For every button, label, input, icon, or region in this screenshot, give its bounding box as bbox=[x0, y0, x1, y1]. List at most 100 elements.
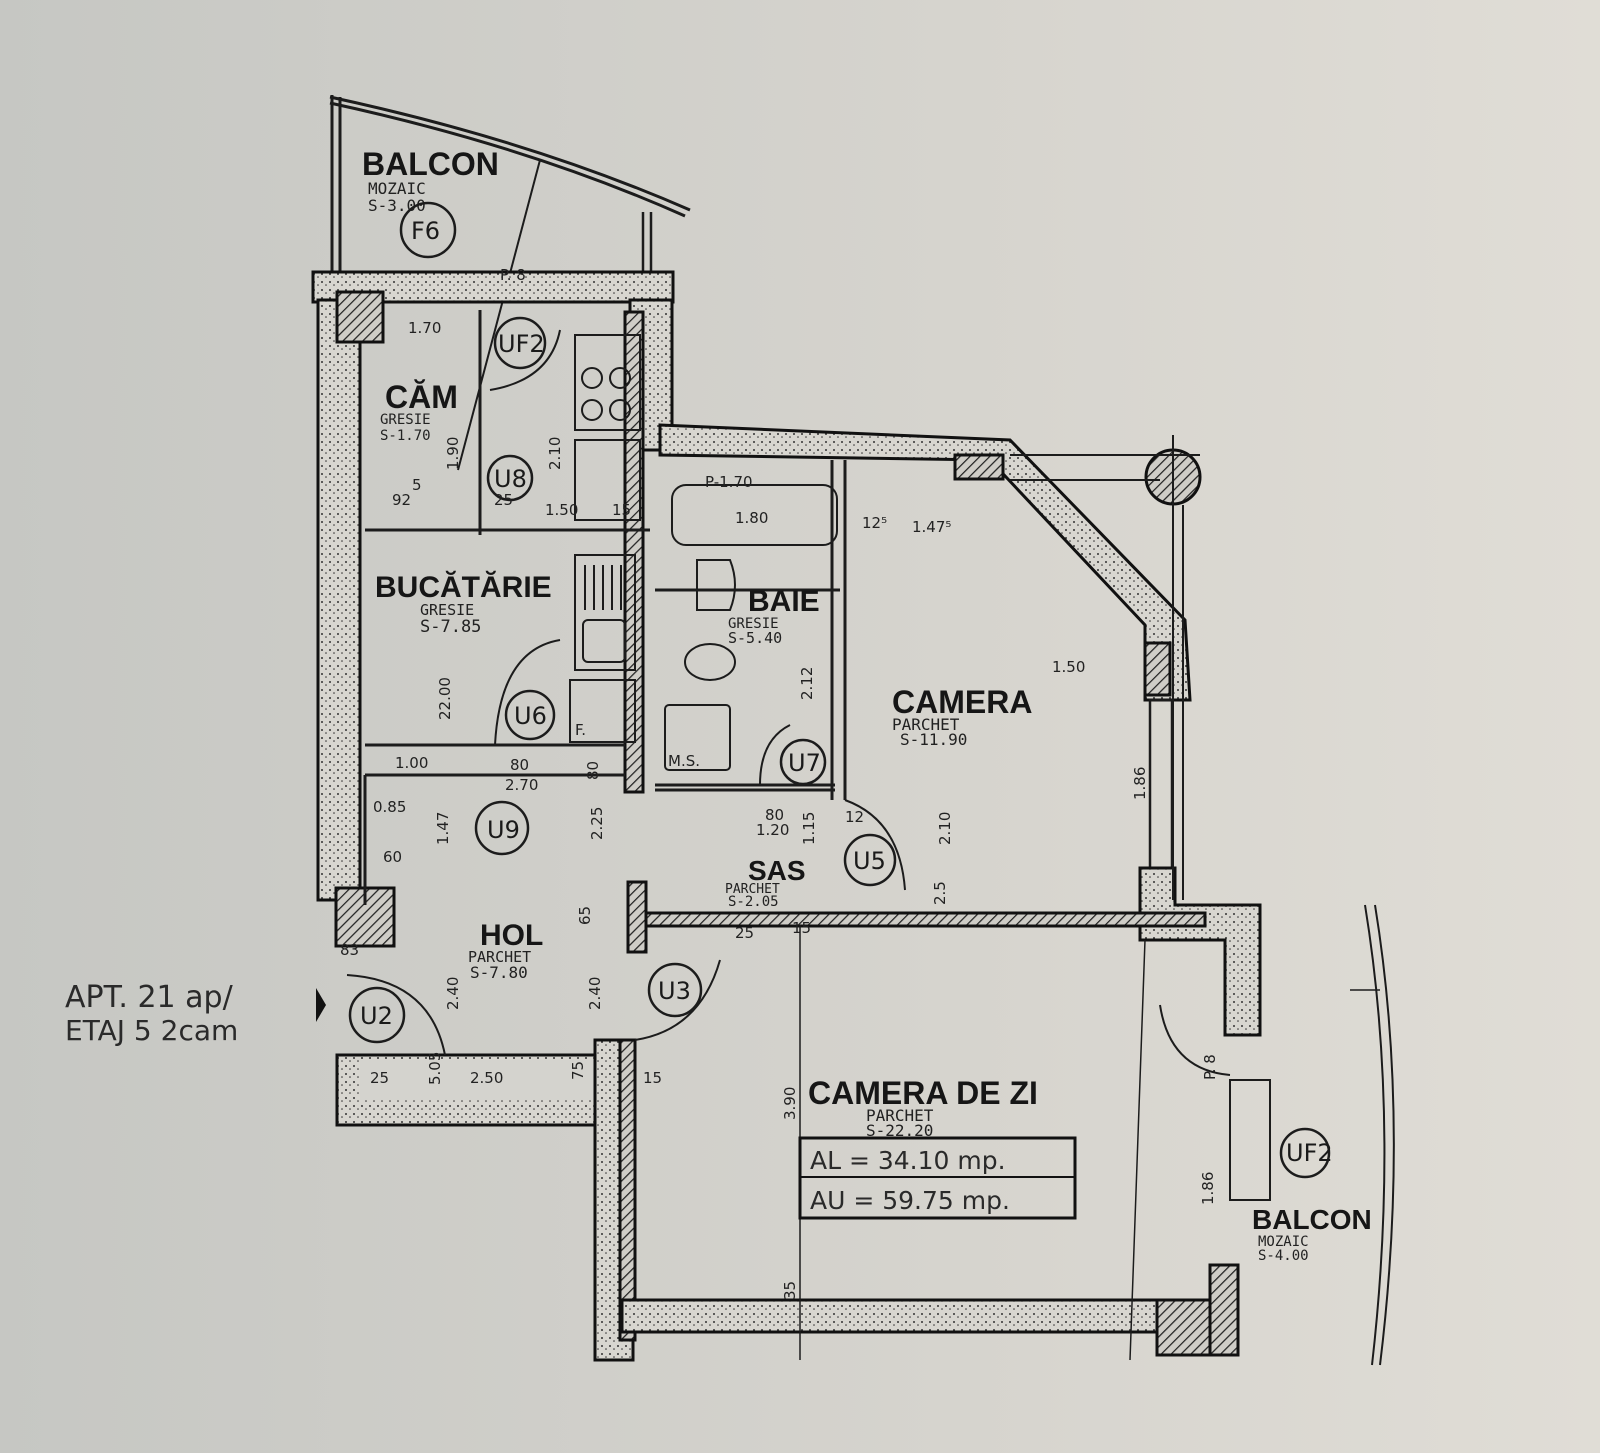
label-text: 2.10 bbox=[546, 437, 564, 470]
label-text: U6 bbox=[514, 702, 547, 730]
toilet-icon bbox=[684, 643, 736, 681]
label-text: 25 bbox=[370, 1069, 389, 1087]
label-text: 1.50 bbox=[1052, 658, 1085, 676]
label-text: 15 bbox=[612, 501, 631, 519]
fixture-label-f: F. bbox=[575, 721, 586, 739]
label-text: 2.50 bbox=[470, 1069, 503, 1087]
label-text: 92 bbox=[392, 491, 411, 509]
label-text: 22.00 bbox=[436, 677, 454, 720]
door-tag-u8: U8 bbox=[486, 454, 534, 502]
label-text: BAIE bbox=[748, 585, 820, 618]
label-text: 25 bbox=[494, 491, 513, 509]
label-text: 2.10 bbox=[936, 812, 954, 845]
label-text: PARCHET bbox=[468, 948, 531, 966]
label-text: 2.40 bbox=[586, 977, 604, 1010]
label-text: GRESIE bbox=[380, 412, 431, 428]
label-text: MOZAIC bbox=[368, 179, 426, 198]
label-text: GRESIE bbox=[420, 601, 474, 619]
fixture-label-ms: M.S. bbox=[668, 752, 700, 770]
bathtub-icon bbox=[671, 484, 838, 546]
label-text: S-22.20 bbox=[866, 1121, 933, 1140]
label-text: 5.05 bbox=[426, 1052, 444, 1085]
label-text: CAMERA DE ZI bbox=[808, 1075, 1038, 1111]
label-text: S-2.05 bbox=[728, 894, 779, 910]
label-text: 60 bbox=[383, 848, 402, 866]
label-text: 65 bbox=[576, 906, 594, 925]
label-text: U3 bbox=[658, 977, 691, 1005]
door-tag-u6: U6 bbox=[504, 689, 556, 741]
door-tag-u7: U7 bbox=[779, 738, 827, 786]
label-text: 15 bbox=[792, 919, 811, 937]
label-text: P. 8 bbox=[500, 266, 526, 284]
living-area-text: AL = 34.10 mp. bbox=[810, 1146, 1006, 1175]
label-text: BALCON bbox=[1252, 1204, 1372, 1235]
label-text: PARCHET bbox=[866, 1106, 934, 1125]
label-text: 1.80 bbox=[735, 509, 768, 527]
door-tag-u5: U5 bbox=[843, 833, 897, 887]
label-text: PARCHET bbox=[725, 882, 780, 897]
label-text: UF2 bbox=[1286, 1139, 1333, 1167]
label-text: U9 bbox=[487, 816, 520, 844]
label-text: 35 bbox=[781, 1281, 799, 1300]
label-text: S-7.85 bbox=[420, 617, 481, 637]
room-sas: SAS PARCHET S-2.05 bbox=[725, 855, 806, 910]
label-text: U2 bbox=[360, 1002, 393, 1030]
label-text: 25 bbox=[735, 924, 754, 942]
label-text: 80 bbox=[584, 761, 602, 780]
label-text: 1.15 bbox=[800, 812, 818, 845]
label-text: HOL bbox=[480, 919, 543, 952]
useful-area-text: AU = 59.75 mp. bbox=[810, 1186, 1010, 1215]
label-text: S-11.90 bbox=[900, 730, 967, 749]
label-text: S-7.80 bbox=[470, 963, 528, 982]
washbasin-icon bbox=[696, 559, 736, 611]
label-text: ETAJ 5 2cam bbox=[65, 1014, 238, 1047]
label-text: 5 bbox=[412, 476, 422, 494]
label-text: 2.40 bbox=[444, 977, 462, 1010]
door-tag-u3: U3 bbox=[647, 962, 703, 1018]
washing-machine-icon bbox=[664, 704, 731, 771]
room-hol: HOL PARCHET S-7.80 bbox=[468, 919, 543, 982]
area-summary-box: AL = 34.10 mp. AU = 59.75 mp. bbox=[798, 1136, 1077, 1220]
apartment-note: APT. 21 ap/ ETAJ 5 2cam bbox=[65, 980, 326, 1047]
label-text: APT. 21 ap/ bbox=[65, 980, 234, 1015]
door-tags: F6 UF2 U8 U6 U7 U9 U5 U3 U2 UF2 bbox=[348, 201, 1333, 1179]
room-balcon-right: BALCON MOZAIC S-4.00 bbox=[1252, 1204, 1372, 1264]
label-text: CAMERA bbox=[892, 684, 1032, 720]
label-text: 1.90 bbox=[444, 437, 462, 470]
room-camara: CĂM GRESIE S-1.70 bbox=[380, 379, 458, 444]
door-tag-uf2-right: UF2 bbox=[1279, 1127, 1333, 1179]
label-text: SAS bbox=[748, 855, 806, 886]
label-text: F6 bbox=[411, 217, 440, 245]
label-text: UF2 bbox=[498, 330, 545, 358]
room-camera: CAMERA PARCHET S-11.90 bbox=[892, 684, 1032, 749]
label-text: S-5.40 bbox=[728, 629, 782, 647]
door-tag-f6: F6 bbox=[399, 201, 457, 259]
label-text: 1.20 bbox=[756, 821, 789, 839]
door-tag-uf2-top: UF2 bbox=[493, 316, 547, 370]
label-text: U5 bbox=[853, 847, 886, 875]
label-text: 1.86 bbox=[1131, 767, 1149, 800]
label-text: 2.5 bbox=[931, 881, 949, 905]
label-text: P-1.70 bbox=[705, 473, 753, 491]
label-text: 80 bbox=[765, 806, 784, 824]
label-text: PARCHET bbox=[892, 715, 960, 734]
arrow-icon bbox=[316, 988, 326, 1022]
label-text: 1.70 bbox=[408, 319, 441, 337]
label-text: 1.47⁵ bbox=[912, 518, 951, 536]
label-text: 0.85 bbox=[373, 798, 406, 816]
door-tag-u2: U2 bbox=[348, 986, 406, 1044]
label-text: 15 bbox=[643, 1069, 662, 1087]
label-text: MOZAIC bbox=[1258, 1234, 1309, 1250]
label-text: 3.90 bbox=[781, 1087, 799, 1120]
label-text: P. 8 bbox=[1201, 1054, 1219, 1080]
interior-lines bbox=[346, 310, 1395, 1366]
sink-icon bbox=[582, 565, 626, 663]
room-camera-de-zi: CAMERA DE ZI PARCHET S-22.20 bbox=[808, 1075, 1038, 1140]
label-text: BUCĂTĂRIE bbox=[375, 570, 552, 604]
room-balcon-top: BALCON MOZAIC S-3.00 bbox=[362, 146, 499, 215]
label-text: S-1.70 bbox=[380, 428, 431, 444]
door-tag-u9: U9 bbox=[474, 800, 530, 856]
room-baie: BAIE GRESIE S-5.40 bbox=[728, 585, 820, 647]
label-text: 83 bbox=[340, 941, 359, 959]
label-text: 2.25 bbox=[588, 807, 606, 840]
